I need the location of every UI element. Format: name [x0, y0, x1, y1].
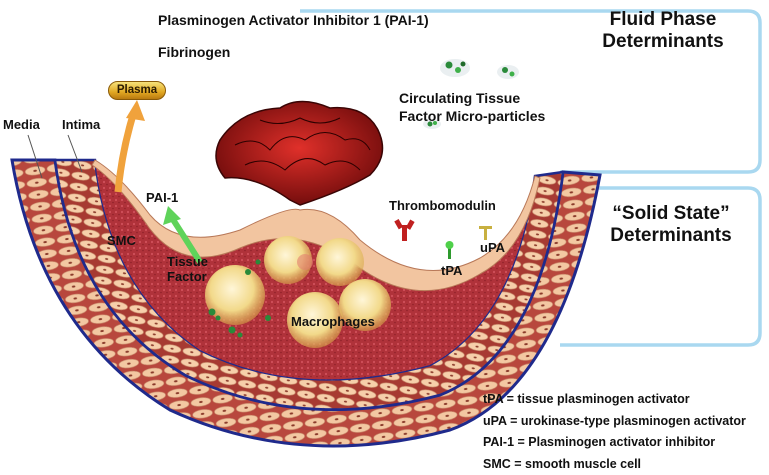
- smc-label: SMC: [107, 233, 136, 248]
- solid-state-title: “Solid State” Determinants: [586, 203, 756, 247]
- media-label: Media: [3, 117, 40, 132]
- legend: tPA = tissue plasminogen activator uPA =…: [483, 389, 746, 475]
- upa-label: uPA: [480, 240, 505, 255]
- legend-upa: uPA = urokinase-type plasminogen activat…: [483, 411, 746, 433]
- legend-smc: SMC = smooth muscle cell: [483, 454, 746, 475]
- legend-pai1: PAI-1 = Plasminogen activator inhibitor: [483, 432, 746, 454]
- thrombomodulin-icon: [394, 219, 414, 241]
- legend-tpa: tPA = tissue plasminogen activator: [483, 389, 746, 411]
- thrombomodulin-label: Thrombomodulin: [389, 198, 496, 213]
- tissue-factor-label: Tissue Factor: [167, 254, 208, 284]
- upa-icon: [479, 226, 492, 240]
- plasma-arrow: [118, 100, 145, 192]
- tpa-label: tPA: [441, 263, 462, 278]
- thrombus: [216, 102, 383, 206]
- plasma-label: Plasma: [108, 81, 166, 100]
- fluid-phase-title: Fluid Phase Determinants: [578, 9, 748, 53]
- microparticles-label: Circulating Tissue Factor Micro-particle…: [399, 89, 545, 125]
- fibrinogen-label: Fibrinogen: [158, 44, 230, 60]
- pai1-fluid-label: Plasminogen Activator Inhibitor 1 (PAI-1…: [158, 12, 429, 28]
- tpa-icon: [446, 241, 454, 259]
- macrophages-label: Macrophages: [291, 314, 375, 329]
- intima-label: Intima: [62, 117, 100, 132]
- pai1-local-label: PAI-1: [146, 190, 178, 205]
